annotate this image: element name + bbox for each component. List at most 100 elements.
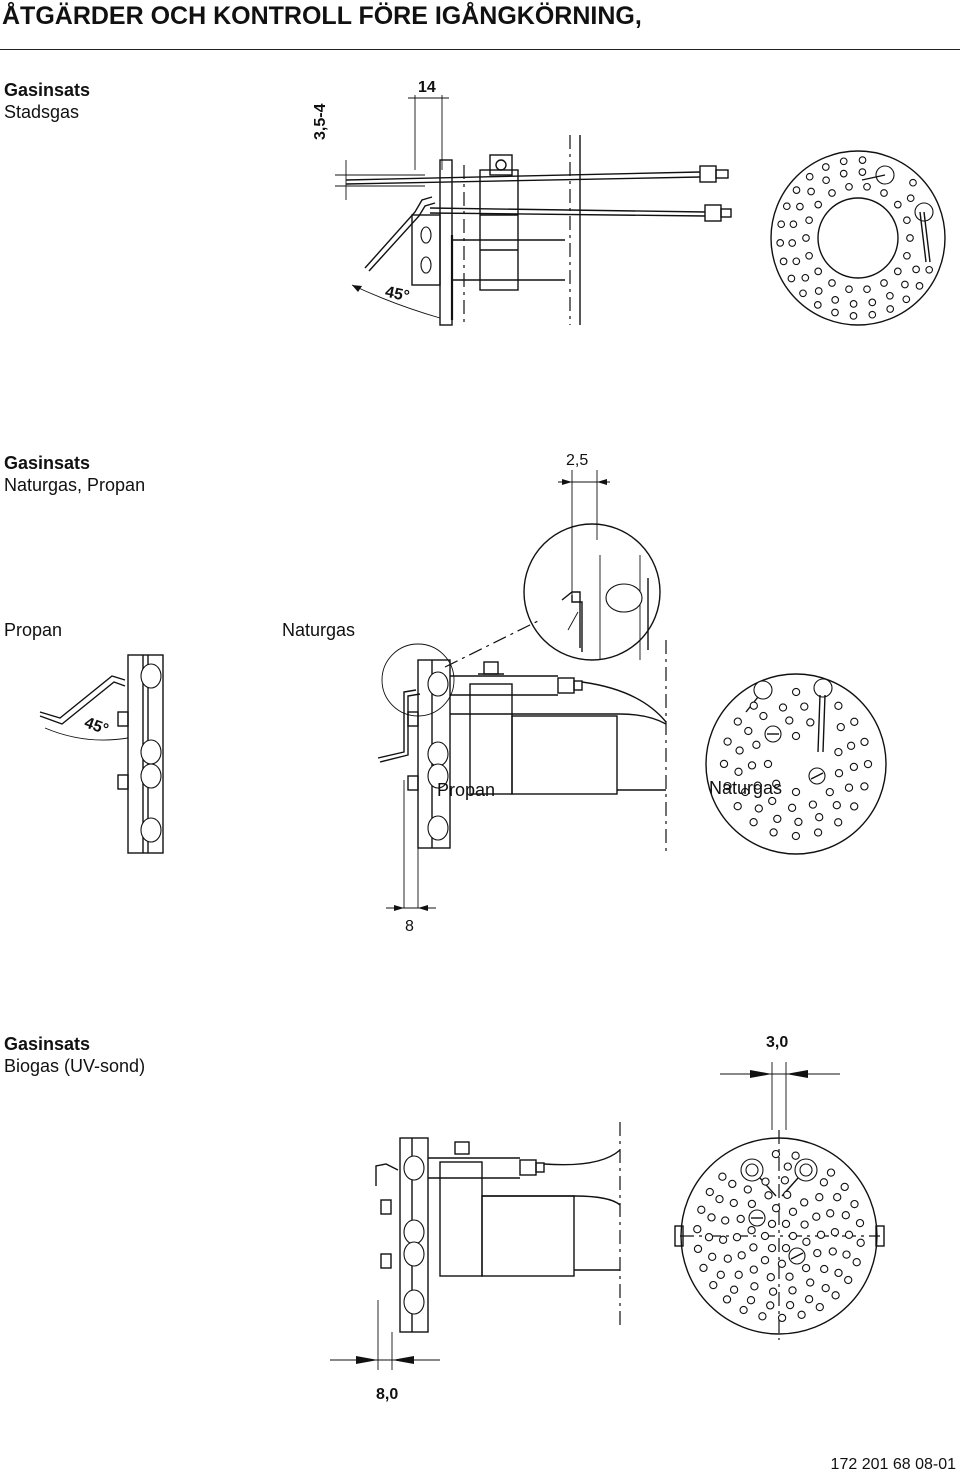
burner-hole xyxy=(791,831,801,841)
burner-hole xyxy=(834,818,843,827)
burner-hole xyxy=(744,726,753,736)
burner-hole xyxy=(856,1238,865,1247)
burner-hole xyxy=(780,1176,790,1185)
burner-hole xyxy=(852,1258,861,1267)
burner-hole xyxy=(819,1178,829,1187)
burner-hole xyxy=(777,1313,787,1323)
burner-hole xyxy=(834,769,844,778)
burner-hole xyxy=(850,717,859,726)
burner-hole xyxy=(828,189,836,197)
burner-hole xyxy=(849,312,858,320)
burner-hole xyxy=(773,814,782,824)
burner-hole xyxy=(760,1256,770,1265)
burner-hole xyxy=(800,702,809,711)
burner-hole xyxy=(752,740,761,749)
burner-hole xyxy=(788,1207,798,1216)
burner-hole xyxy=(792,257,801,266)
burner-hole xyxy=(860,737,869,747)
burner-hole xyxy=(794,817,803,827)
burner-hole xyxy=(800,1220,809,1229)
burner-hole xyxy=(747,1226,756,1235)
burner-hole xyxy=(750,1282,759,1291)
burner-hole xyxy=(778,703,788,712)
burner-hole xyxy=(834,701,843,710)
section-1-title: Gasinsats xyxy=(4,80,91,100)
naturgas-detail-circle xyxy=(444,523,661,668)
burner-hole xyxy=(831,1291,840,1300)
burner-hole xyxy=(822,176,830,185)
burner-hole xyxy=(766,1273,775,1282)
propan-left-view xyxy=(39,654,164,854)
dim-3-0-label: 3,0 xyxy=(766,1034,789,1051)
naturgas-side-view xyxy=(377,640,667,911)
burner-hole xyxy=(797,1310,806,1319)
burner-hole xyxy=(831,296,840,304)
burner-hole xyxy=(693,1244,703,1254)
burner-hole xyxy=(812,1212,821,1221)
burner-hole xyxy=(754,804,763,813)
burner-hole xyxy=(777,1259,787,1268)
burner-hole xyxy=(743,1185,752,1194)
burner-hole xyxy=(777,220,786,229)
burner-hole xyxy=(771,1204,781,1213)
burner-hole xyxy=(846,741,856,750)
burner-hole xyxy=(733,717,742,726)
burner-hole xyxy=(772,779,781,788)
burner-hole xyxy=(834,1268,843,1278)
burner-hole xyxy=(764,1191,773,1200)
burner-hole xyxy=(723,737,732,746)
burner-hole xyxy=(705,1187,714,1197)
burner-hole xyxy=(844,783,854,792)
burner-hole xyxy=(729,1285,739,1294)
burner-hole xyxy=(776,239,785,247)
burner-hole xyxy=(842,1250,851,1259)
burner-hole xyxy=(821,163,830,171)
burner-hole xyxy=(749,1243,758,1252)
burner-hole xyxy=(840,1182,849,1192)
burner-hole xyxy=(723,1254,732,1263)
burner-hole xyxy=(863,759,873,769)
propan-center-label: Propan xyxy=(437,780,496,800)
burner-hole xyxy=(863,285,871,294)
burner-hole xyxy=(787,274,796,283)
burner-hole xyxy=(783,1162,792,1171)
propan-left-label: Propan xyxy=(4,620,63,640)
burner-hole xyxy=(747,1199,757,1209)
burner-hole xyxy=(758,1312,767,1321)
burner-hole xyxy=(909,178,917,187)
burner-hole xyxy=(779,257,788,266)
burner-hole xyxy=(796,202,804,211)
burner-hole xyxy=(766,1301,775,1310)
burner-hole xyxy=(813,1248,822,1258)
burner-hole xyxy=(814,287,823,295)
burner-hole xyxy=(693,1225,702,1234)
burner-hole xyxy=(845,285,853,294)
burner-hole xyxy=(709,1280,718,1290)
burner-hole xyxy=(732,1233,742,1242)
burner-hole xyxy=(728,1179,737,1189)
page-title: ÅTGÄRDER OCH KONTROLL FÖRE IGÅNGKÖRNING, xyxy=(2,2,642,30)
burner-hole xyxy=(768,1287,778,1296)
burner-hole xyxy=(749,818,758,827)
burner-hole xyxy=(760,1231,770,1241)
naturgas-top-label: Naturgas xyxy=(282,620,356,640)
burner-hole xyxy=(805,172,814,181)
burner-hole xyxy=(805,251,813,260)
burner-hole xyxy=(844,1230,854,1239)
section-1-subtitle: Stadsgas xyxy=(4,102,80,122)
burner-hole xyxy=(785,1300,795,1310)
burner-hole xyxy=(802,234,810,242)
burner-hole xyxy=(791,787,801,797)
burner-hole xyxy=(785,716,794,725)
burner-hole xyxy=(781,1243,791,1253)
burner-hole xyxy=(858,168,867,176)
burner-hole xyxy=(839,169,848,178)
burner-hole xyxy=(782,202,791,211)
burner-hole xyxy=(716,1270,725,1279)
burner-hole xyxy=(912,265,920,274)
burner-hole xyxy=(734,767,743,776)
burner-hole xyxy=(814,267,823,276)
burner-hole xyxy=(801,273,810,282)
burner-hole xyxy=(735,746,744,755)
burner-hole xyxy=(849,300,858,308)
